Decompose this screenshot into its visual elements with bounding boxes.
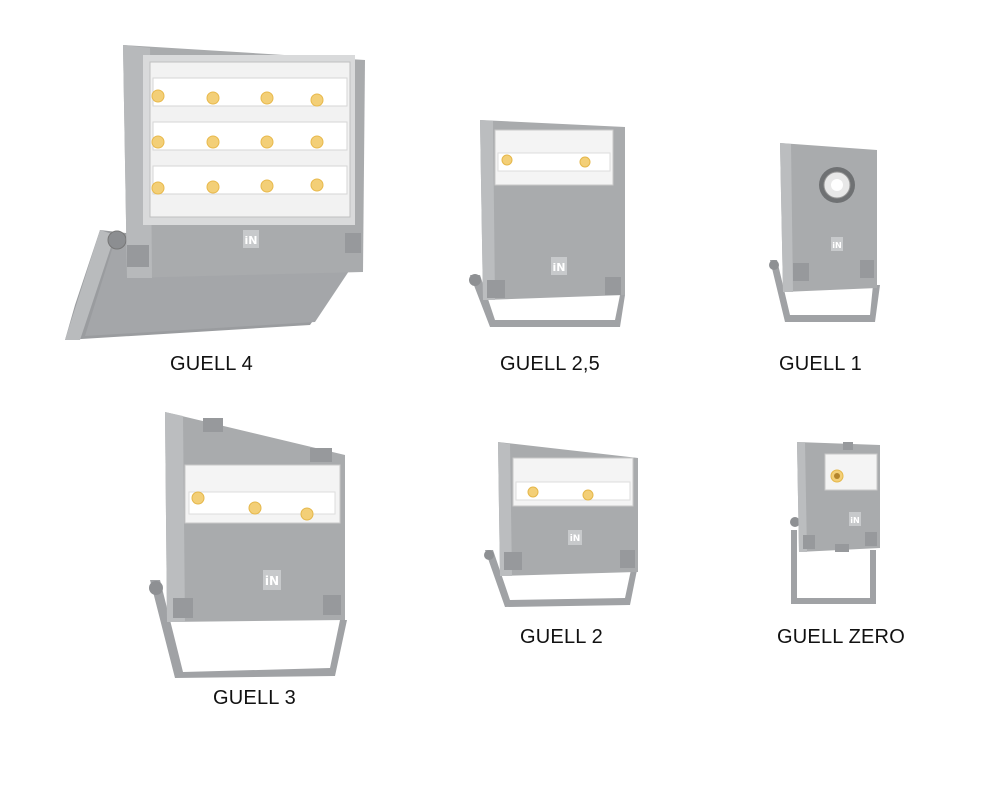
guell-2-floodlight: iN GUELL 2 bbox=[480, 440, 645, 655]
product-label-guell-4: GUELL 4 bbox=[170, 353, 253, 375]
guell-4-image: iN bbox=[65, 45, 365, 340]
brand-logo-text: iN bbox=[265, 574, 279, 588]
product-label-guell-2-5: GUELL 2,5 bbox=[500, 353, 601, 375]
brand-logo-text: iN bbox=[553, 261, 566, 274]
product-label-guell-3: GUELL 3 bbox=[213, 687, 296, 709]
product-label-guell-zero: GUELL ZERO bbox=[777, 626, 905, 648]
product-label-guell-1: GUELL 1 bbox=[779, 353, 862, 375]
guell-2-5-image: iN bbox=[469, 120, 625, 327]
guell-2-5-floodlight: iN GUELL 2,5 bbox=[465, 115, 635, 385]
guell-1-floodlight: iN GUELL 1 bbox=[765, 140, 895, 385]
brand-logo-text: iN bbox=[832, 241, 841, 250]
guell-3-image: iN bbox=[149, 412, 347, 678]
guell-4-floodlight: iN GUELL 4 bbox=[55, 40, 375, 375]
brand-logo-text: iN bbox=[570, 534, 581, 544]
guell-zero-floodlight: iN GUELL ZERO bbox=[775, 440, 925, 655]
product-label-guell-2: GUELL 2 bbox=[520, 626, 603, 648]
guell-3-floodlight: iN GUELL 3 bbox=[145, 410, 360, 720]
guell-2-image: iN bbox=[484, 442, 638, 607]
brand-logo-text: iN bbox=[850, 516, 859, 525]
guell-zero-image: iN bbox=[790, 442, 880, 604]
brand-logo-text: iN bbox=[245, 234, 258, 247]
guell-1-image: iN bbox=[769, 143, 880, 322]
